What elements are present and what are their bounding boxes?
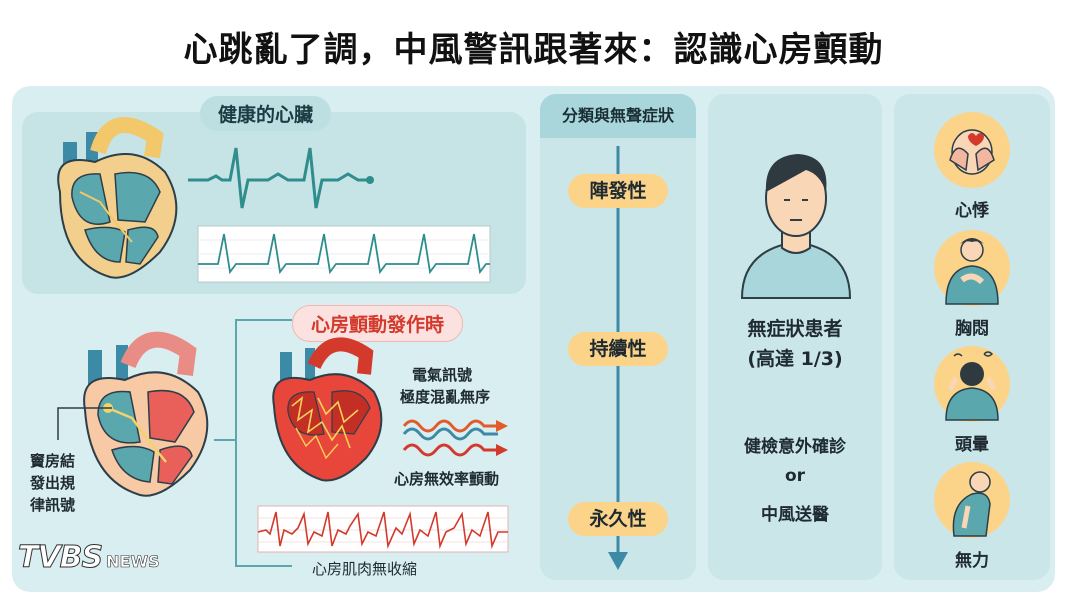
types-header: 分類與無聲症狀	[540, 94, 696, 138]
ecg-note: 心房肌肉無收縮	[312, 560, 418, 578]
symptom-weakness: 無力	[955, 551, 989, 571]
weakness-icon	[934, 462, 1010, 538]
sa-node-heart-illustration	[83, 331, 209, 497]
person-icon	[740, 154, 852, 299]
discovery-or: or	[784, 466, 806, 486]
signal-note-2: 極度混亂無序	[400, 388, 491, 406]
sa-node-pointer	[57, 407, 112, 440]
sa-node-note-3: 律訊號	[30, 496, 76, 514]
asymptomatic-ratio: (高達 1/3)	[747, 348, 843, 370]
page-title: 心跳亂了調，中風警訊跟著來：認識心房顫動	[183, 30, 884, 70]
discovery-checkup: 健檢意外確診	[744, 437, 846, 457]
healthy-heart-label: 健康的心臟	[200, 96, 332, 131]
dizziness-icon	[934, 346, 1010, 422]
waves-note: 心房無效率顫動	[394, 470, 500, 488]
symptom-palpitation: 心悸	[955, 201, 989, 221]
asymptomatic-title: 無症狀患者	[747, 318, 843, 340]
afib-connector-bracket	[214, 319, 292, 567]
healthy-ecg-trace	[188, 147, 374, 209]
chest-tightness-icon	[934, 230, 1010, 306]
discovery-stroke: 中風送醫	[761, 505, 829, 525]
stage-persistent: 持續性	[568, 332, 668, 366]
sa-node-note-1: 竇房結	[30, 452, 76, 470]
healthy-heart-illustration	[57, 117, 178, 279]
stage-permanent: 永久性	[568, 502, 668, 536]
stage-paroxysmal: 陣發性	[568, 174, 668, 208]
palpitation-icon	[934, 112, 1010, 188]
symptom-chest-tightness: 胸悶	[955, 319, 989, 339]
healthy-ecg-strip	[197, 225, 491, 283]
logo-main-text: TVBS	[17, 540, 103, 576]
chaotic-waves-icon	[402, 419, 508, 457]
sa-node-note-2: 發出規	[30, 474, 76, 492]
logo-sub-text: NEWS	[106, 552, 160, 572]
signal-note-1: 電氣訊號	[412, 366, 473, 384]
afib-ecg-strip	[257, 505, 509, 553]
afib-label: 心房顫動發作時	[292, 305, 464, 342]
afib-heart-illustration	[272, 337, 383, 482]
symptom-dizziness: 頭暈	[955, 435, 989, 455]
